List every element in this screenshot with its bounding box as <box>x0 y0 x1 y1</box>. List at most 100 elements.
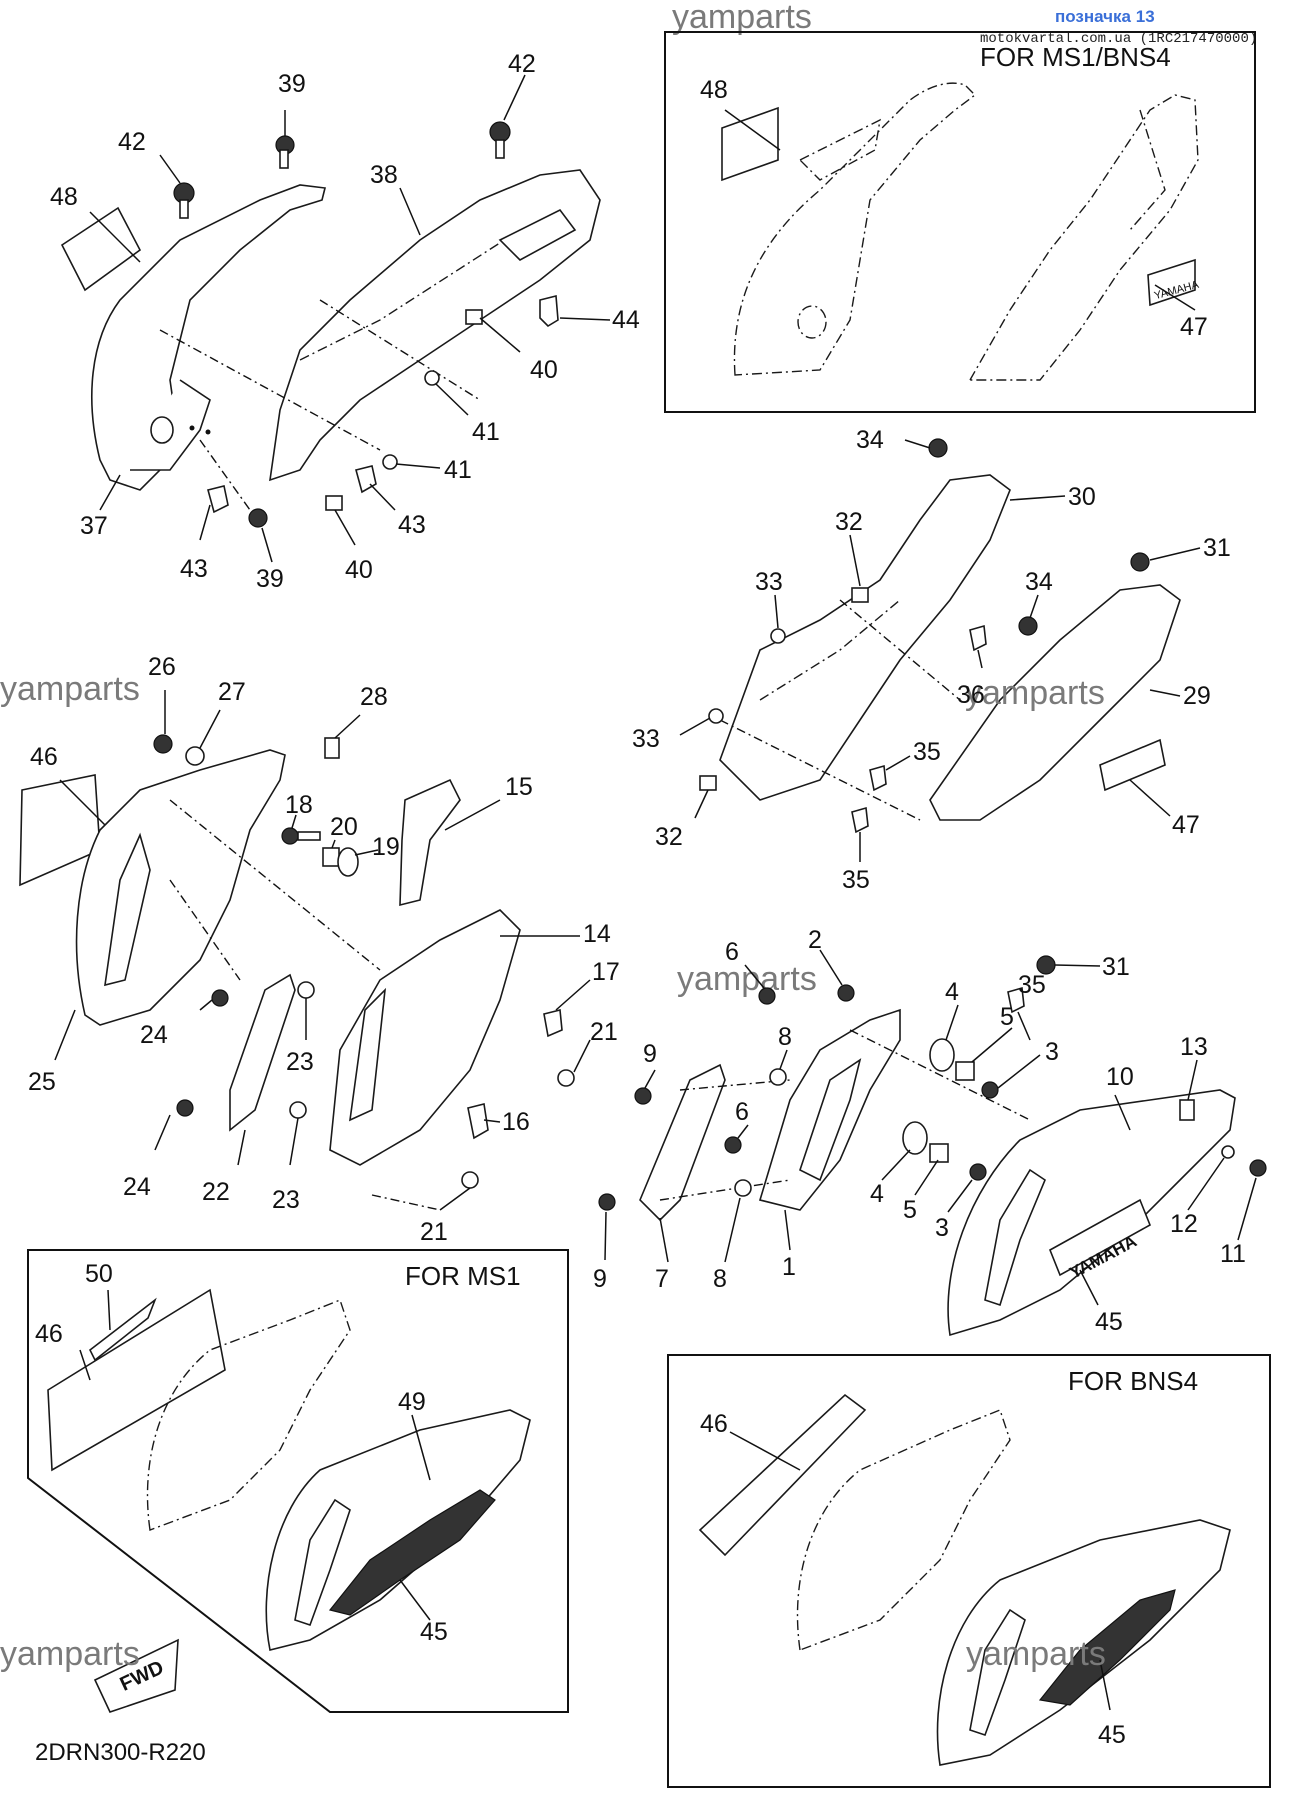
callout-39-top: 39 <box>278 70 306 98</box>
watermark-bottom-right: yamparts <box>966 1635 1106 1673</box>
callout-6-bottom: 6 <box>735 1098 749 1126</box>
callout-35-mid: 35 <box>842 866 870 894</box>
collar-8-bottom <box>734 1179 752 1197</box>
grommet-35-bottom <box>1007 986 1025 1014</box>
nut-40-bottom <box>325 495 343 511</box>
callout-10: 10 <box>1106 1063 1134 1091</box>
collar-23-bottom <box>289 1101 307 1119</box>
bracket-15 <box>399 778 461 907</box>
callout-1: 1 <box>782 1253 796 1281</box>
screw-24-bottom <box>176 1099 194 1117</box>
callout-46: 46 <box>30 743 58 771</box>
screw-39-bottom <box>248 508 268 528</box>
side-cover-assembly <box>19 690 591 1211</box>
washer-27 <box>185 746 205 766</box>
callout-33-bottom: 33 <box>632 725 660 753</box>
decal-47-ms1-bns4 <box>1147 258 1196 307</box>
bolt-6-bottom <box>724 1136 742 1154</box>
rear-cover-assembly <box>679 438 1201 1041</box>
fwd-arrow <box>93 1638 179 1713</box>
callout-35-bottom: 35 <box>1018 971 1046 999</box>
cover-37 <box>91 184 326 491</box>
washer-41-top <box>424 370 440 386</box>
callout-2: 2 <box>808 926 822 954</box>
inset-frame-ms1 <box>27 1249 569 1713</box>
collar-5-top <box>955 1061 975 1081</box>
inset-frame-ms1-bns4 <box>664 31 1256 413</box>
callout-45-bns4: 45 <box>1098 1721 1126 1749</box>
callout-34-top: 34 <box>856 426 884 454</box>
callout-21-bottom: 21 <box>420 1218 448 1246</box>
callout-19: 19 <box>372 833 400 861</box>
callout-15: 15 <box>505 773 533 801</box>
decal-46-bns4 <box>698 1393 867 1557</box>
callout-43-left: 43 <box>180 555 208 583</box>
upper-cover-assembly <box>60 74 611 563</box>
callout-37: 37 <box>80 512 108 540</box>
rubber-13 <box>1179 1099 1195 1121</box>
collar-8-top <box>769 1068 787 1086</box>
callout-8-top: 8 <box>778 1023 792 1051</box>
washer-33-top <box>770 628 786 644</box>
rubber-16 <box>467 1103 489 1140</box>
callout-17: 17 <box>592 958 620 986</box>
nut-40-top <box>465 309 483 325</box>
collar-23-top <box>297 981 315 999</box>
screw-9-top <box>634 1087 652 1105</box>
side-panel-assembly: YAMAHA <box>598 949 1267 1337</box>
diagram-code: 2DRN300-R220 <box>35 1739 206 1766</box>
decal-50-ms1 <box>88 1297 157 1362</box>
grommet-21-bottom <box>461 1171 479 1189</box>
callout-5-bottom: 5 <box>903 1196 917 1224</box>
screw-24-top <box>211 989 229 1007</box>
inset-title-ms1-bns4: FOR MS1/BNS4 <box>980 42 1171 72</box>
inset-ms1-parts: FWD <box>47 1288 531 1713</box>
inset-bns4-parts <box>698 1393 1231 1766</box>
callout-36: 36 <box>957 681 985 709</box>
callout-50: 50 <box>85 1260 113 1288</box>
grommet-19 <box>337 847 359 877</box>
cover-29 <box>929 584 1181 821</box>
callout-43-right: 43 <box>398 511 426 539</box>
callout-4-top: 4 <box>945 978 959 1006</box>
callout-9-bottom: 9 <box>593 1265 607 1293</box>
cover-45-ms1 <box>265 1409 531 1651</box>
callout-20: 20 <box>330 813 358 841</box>
callout-24-bottom: 24 <box>123 1173 151 1201</box>
callout-16: 16 <box>502 1108 530 1136</box>
callout-22: 22 <box>202 1178 230 1206</box>
screw-26 <box>153 734 173 754</box>
callout-32-bottom: 32 <box>655 823 683 851</box>
screw-34-top <box>928 438 948 458</box>
callout-8-bottom: 8 <box>713 1265 727 1293</box>
decal-48-ms1-bns4 <box>721 106 779 182</box>
grommet-35-mid <box>851 806 869 834</box>
watermark-bottom-left: yamparts <box>0 1635 140 1673</box>
callout-4-bottom: 4 <box>870 1180 884 1208</box>
grommet-4-bottom <box>902 1121 928 1155</box>
page-badge: позначка 13 <box>1055 7 1155 26</box>
callout-32-top: 32 <box>835 508 863 536</box>
callout-3-bottom: 3 <box>935 1214 949 1242</box>
callout-39-bottom: 39 <box>256 565 284 593</box>
screw-9-bottom <box>598 1193 616 1211</box>
cover-22 <box>229 973 296 1132</box>
callout-7: 7 <box>655 1265 669 1293</box>
callout-35-top: 35 <box>913 738 941 766</box>
callout-27: 27 <box>218 678 246 706</box>
panel-14 <box>329 909 521 1166</box>
callout-40-top: 40 <box>530 356 558 384</box>
callout-46-ms1: 46 <box>35 1320 63 1348</box>
callout-31-bottom: 31 <box>1102 953 1130 981</box>
callout-3-top: 3 <box>1045 1038 1059 1066</box>
screw-31-top <box>1130 552 1150 572</box>
nut-32-top <box>851 587 869 603</box>
bolt-3-top <box>981 1081 999 1099</box>
bracket-30 <box>719 474 1011 801</box>
washer-33-bottom <box>708 708 724 724</box>
callout-14: 14 <box>583 920 611 948</box>
callout-34-mid: 34 <box>1025 568 1053 596</box>
inset-ms1-bns4-parts: YAMAHA <box>721 82 1201 381</box>
bolt-6-top <box>758 987 776 1005</box>
